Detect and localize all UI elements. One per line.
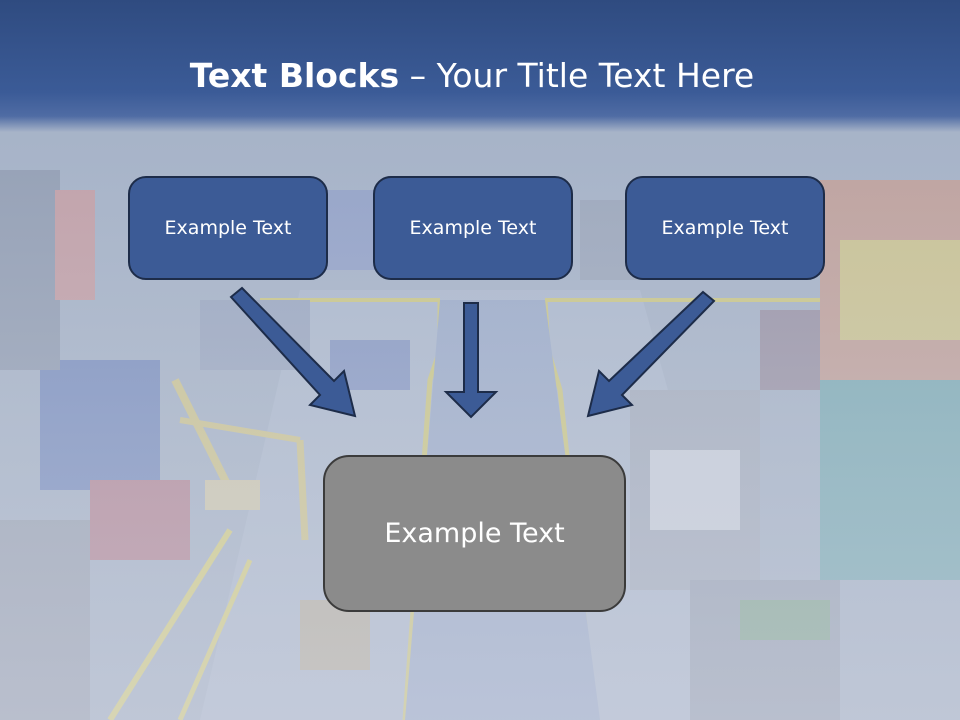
slide-title: Text Blocks – Your Title Text Here	[0, 56, 944, 96]
arrow-right-diagonal	[586, 290, 716, 418]
text-block-1: Example Text	[128, 176, 328, 280]
center-text-block: Example Text	[323, 455, 626, 612]
text-block-1-label: Example Text	[164, 217, 292, 239]
arrow-left-diagonal	[229, 286, 357, 418]
text-block-2: Example Text	[373, 176, 573, 280]
center-text-block-label: Example Text	[384, 518, 565, 549]
text-block-3-label: Example Text	[661, 217, 789, 239]
text-block-2-label: Example Text	[409, 217, 537, 239]
title-regular-part: – Your Title Text Here	[399, 56, 755, 95]
title-bar	[0, 0, 960, 132]
text-block-3: Example Text	[625, 176, 825, 280]
title-bold-part: Text Blocks	[189, 56, 400, 95]
arrow-center-down	[443, 302, 499, 419]
